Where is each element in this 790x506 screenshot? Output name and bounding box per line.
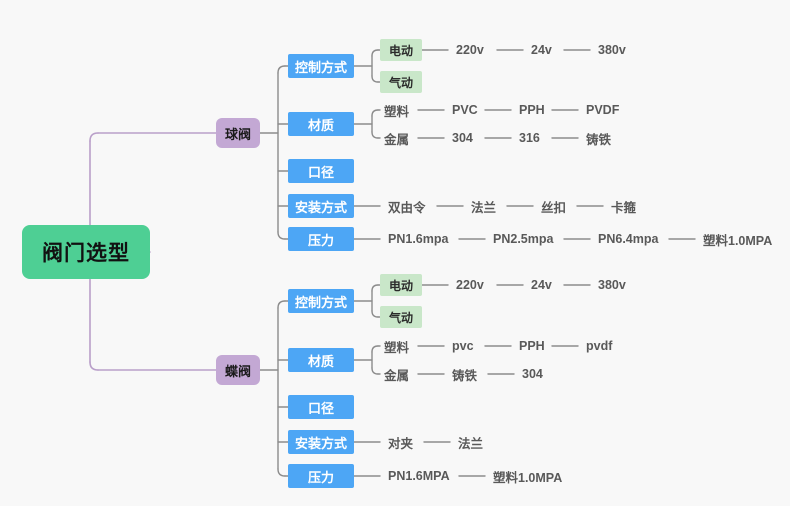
cat-压力-leaf: 塑料1.0MPA (703, 233, 773, 248)
category-node-安装方式[interactable]: 安装方式 (288, 430, 354, 454)
category-node-材质[interactable]: 材质 (288, 348, 354, 372)
cat-安装方式-leaf: 双由令 (388, 200, 426, 215)
category-node-口径[interactable]: 口径 (288, 159, 354, 183)
material-塑料-leaf: pvdf (586, 339, 613, 353)
sub-电动-leaf: 220v (456, 278, 484, 292)
branch-node-蝶阀[interactable]: 蝶阀 (216, 355, 260, 385)
subnode-气动[interactable]: 气动 (380, 71, 422, 93)
subnode-电动[interactable]: 电动 (380, 39, 422, 61)
subnode-电动[interactable]: 电动 (380, 274, 422, 296)
category-node-材质[interactable]: 材质 (288, 112, 354, 136)
material-group-塑料: 塑料 (384, 340, 410, 355)
cat-安装方式-leaf: 丝扣 (541, 200, 567, 215)
cat-压力-leaf: PN1.6MPA (388, 469, 450, 483)
cat-安装方式-leaf: 法兰 (458, 436, 484, 451)
material-塑料-leaf: PVC (452, 103, 478, 117)
subnode-气动[interactable]: 气动 (380, 306, 422, 328)
material-塑料-leaf: PPH (519, 103, 545, 117)
material-金属-leaf: 304 (522, 367, 543, 381)
branch-node-球阀[interactable]: 球阀 (216, 118, 260, 148)
category-node-安装方式[interactable]: 安装方式 (288, 194, 354, 218)
sub-电动-leaf: 220v (456, 43, 484, 57)
material-group-金属: 金属 (384, 368, 410, 383)
category-node-压力[interactable]: 压力 (288, 227, 354, 251)
category-node-口径[interactable]: 口径 (288, 395, 354, 419)
material-金属-leaf: 铸铁 (586, 132, 612, 147)
material-塑料-leaf: PVDF (586, 103, 620, 117)
cat-压力-leaf: PN1.6mpa (388, 232, 449, 246)
cat-压力-leaf: PN2.5mpa (493, 232, 554, 246)
material-金属-leaf: 铸铁 (452, 368, 478, 383)
material-group-塑料: 塑料 (384, 104, 410, 119)
cat-压力-leaf: PN6.4mpa (598, 232, 659, 246)
material-塑料-leaf: pvc (452, 339, 474, 353)
sub-电动-leaf: 380v (598, 278, 626, 292)
cat-安装方式-leaf: 法兰 (471, 200, 497, 215)
cat-安装方式-leaf: 卡箍 (611, 200, 637, 215)
sub-电动-leaf: 380v (598, 43, 626, 57)
category-node-压力[interactable]: 压力 (288, 464, 354, 488)
material-金属-leaf: 304 (452, 131, 473, 145)
material-group-金属: 金属 (384, 132, 410, 147)
category-node-控制方式[interactable]: 控制方式 (288, 54, 354, 78)
sub-电动-leaf: 24v (531, 43, 552, 57)
material-金属-leaf: 316 (519, 131, 540, 145)
category-node-控制方式[interactable]: 控制方式 (288, 289, 354, 313)
cat-安装方式-leaf: 对夹 (388, 436, 414, 451)
root-node[interactable]: 阀门选型 (22, 225, 150, 279)
sub-电动-leaf: 24v (531, 278, 552, 292)
material-塑料-leaf: PPH (519, 339, 545, 353)
cat-压力-leaf: 塑料1.0MPA (493, 470, 563, 485)
